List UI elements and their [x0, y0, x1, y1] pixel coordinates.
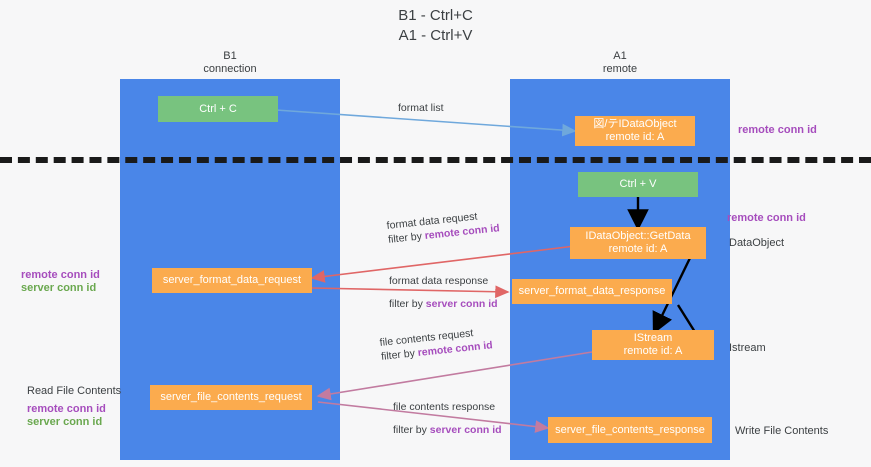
node-istream-line2: remote id: A	[623, 345, 683, 357]
annotation-right-dataobject: DataObject	[729, 237, 785, 249]
filter-prefix: filter by	[387, 230, 426, 246]
node-ctrl-v[interactable]: Ctrl + V	[578, 172, 698, 197]
node-idataobject-getdata-line2: remote id: A	[608, 243, 668, 255]
filter-key-server-conn-id: server conn id	[429, 424, 502, 436]
node-server-format-data-request[interactable]: server_format_data_request	[152, 268, 312, 293]
node-idataobject-getdata[interactable]: IDataObject::GetData remote id: A	[570, 227, 706, 259]
annotation-right-istream: Istream	[729, 342, 766, 354]
title-line-2: A1 - Ctrl+V	[398, 27, 473, 44]
annotation-right-write-file-contents: Write File Contents	[735, 425, 829, 437]
node-istream[interactable]: IStream remote id: A	[592, 330, 714, 360]
node-ctrl-v-label: Ctrl + V	[619, 178, 657, 190]
node-server-file-contents-request-label: server_file_contents_request	[160, 391, 302, 403]
phase-divider	[0, 157, 871, 163]
edge-label-file-contents-request-group: file contents request filter by remote c…	[379, 324, 493, 364]
node-server-file-contents-response[interactable]: server_file_contents_response	[548, 417, 712, 443]
node-server-format-data-response-label: server_format_data_response	[518, 285, 666, 297]
column-header-b1-role: connection	[203, 63, 257, 75]
column-header-b1-name: B1	[223, 50, 237, 62]
annotation-right-remote-conn-id-top: remote conn id	[738, 124, 817, 136]
edge-label-file-contents-response: file contents response	[393, 401, 496, 413]
node-ctrl-c[interactable]: Ctrl + C	[158, 96, 278, 122]
edge-label-format-data-response-filter: filter by server conn id	[389, 297, 498, 311]
column-header-a1-name: A1	[613, 50, 627, 62]
node-server-format-data-response[interactable]: server_format_data_response	[512, 279, 672, 304]
title-line-1: B1 - Ctrl+C	[398, 7, 473, 24]
annotation-left-remote-conn-id: remote conn id	[21, 269, 100, 281]
annotation-left-server-conn-id-2: server conn id	[27, 416, 103, 428]
filter-prefix: filter by	[393, 424, 430, 436]
column-header-a1-role: remote	[602, 63, 638, 75]
node-ctrl-c-label: Ctrl + C	[199, 102, 237, 115]
column-header-b1: B1 connection	[120, 50, 340, 76]
annotation-left-server-conn-id: server conn id	[21, 282, 97, 294]
edge-label-format-data-response: format data response	[389, 275, 489, 287]
annotation-left-remote-conn-id-2: remote conn id	[27, 403, 106, 415]
node-server-file-contents-request[interactable]: server_file_contents_request	[150, 385, 312, 410]
filter-prefix: filter by	[380, 347, 419, 363]
edge-label-file-contents-response-filter: filter by server conn id	[393, 423, 502, 437]
filter-prefix: filter by	[389, 298, 426, 310]
node-server-file-contents-response-label: server_file_contents_response	[555, 423, 705, 436]
edge-label-format-list: format list	[398, 102, 444, 114]
filter-key-server-conn-id: server conn id	[425, 298, 498, 310]
column-header-a1: A1 remote	[510, 50, 730, 76]
edge-label-format-data-request-group: format data request filter by remote con…	[386, 207, 500, 247]
node-idataobject-top-line1: 図/テIDataObject	[593, 118, 677, 130]
node-idataobject-top-line2: remote id: A	[605, 131, 665, 143]
edge-label-format-data-response-group: format data response filter by server co…	[389, 274, 498, 311]
annotation-left-read-file-contents: Read File Contents	[27, 385, 122, 397]
annotation-right-remote-conn-id-mid: remote conn id	[727, 212, 806, 224]
node-idataobject-getdata-line1: IDataObject::GetData	[585, 230, 691, 242]
node-idataobject-top[interactable]: 図/テIDataObject remote id: A	[575, 116, 695, 146]
diagram-title: B1 - Ctrl+C A1 - Ctrl+V	[0, 6, 871, 46]
node-server-format-data-request-label: server_format_data_request	[162, 274, 302, 286]
node-istream-line1: IStream	[633, 332, 673, 344]
edge-label-file-contents-response-group: file contents response filter by server …	[393, 400, 502, 437]
